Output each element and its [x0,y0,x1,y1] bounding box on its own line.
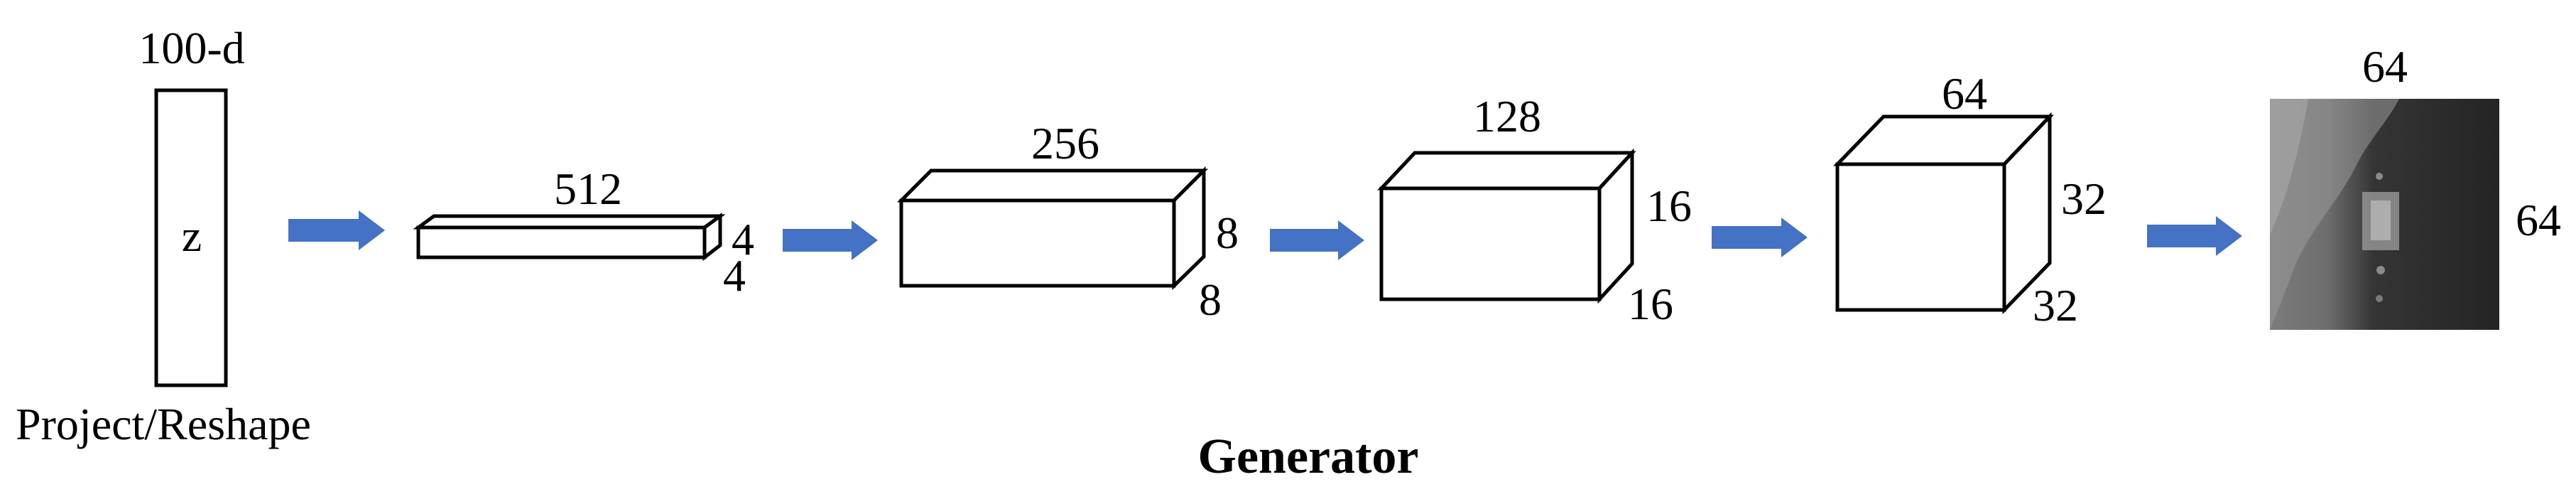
feature-block-2 [896,166,1209,290]
generated-image [2270,99,2499,330]
block-3-depth-label: 128 [1473,91,1541,141]
input-dimension-label: 100-d [138,23,245,73]
arrows [288,210,2242,260]
block-4-height-label: 32 [2061,173,2107,224]
arrow-2 [783,220,878,260]
block-2-height-label: 8 [1216,208,1239,258]
feature-block-1 [413,213,726,262]
block-4-depth-label: 64 [1942,68,1987,119]
block-2-width-label: 8 [1199,274,1222,325]
diagram-title: Generator [1197,429,1419,484]
arrow-5 [2147,216,2242,256]
block-3-height-label: 16 [1646,181,1692,231]
feature-block-4 [1833,112,2054,315]
arrow-3 [1270,220,1364,260]
block-3-width-label: 16 [1628,279,1673,329]
block-1-depth-label: 512 [554,163,622,214]
latent-z-label: z [181,210,202,261]
project-reshape-label: Project/Reshape [16,399,311,449]
feature-block-3 [1377,148,1636,304]
arrow-1 [288,210,385,250]
latent-vector-box [154,88,228,387]
block-1-height-label: 4 [732,214,754,264]
output-height-label: 64 [2516,195,2561,245]
arrow-4 [1712,218,1808,257]
block-4-width-label: 32 [2033,280,2078,331]
block-2-depth-label: 256 [1031,118,1099,168]
output-width-label: 64 [2362,41,2408,92]
block-1-width-label: 4 [723,250,746,301]
